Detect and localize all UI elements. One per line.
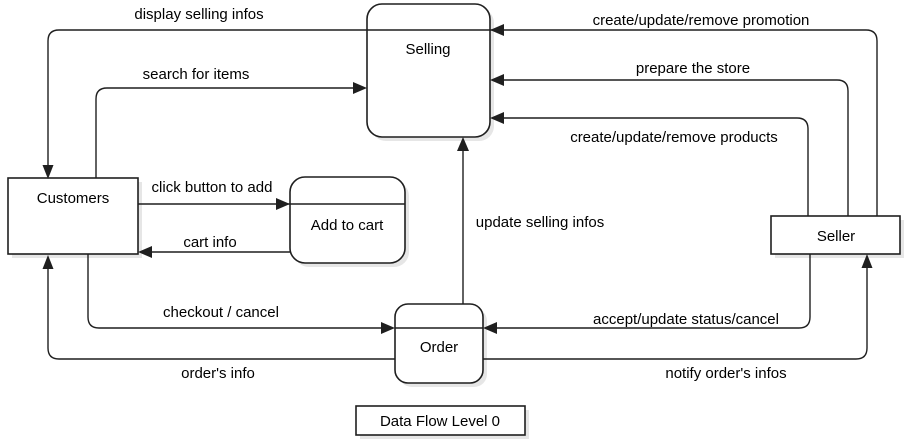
diagram-title: Data Flow Level 0 xyxy=(380,413,500,430)
arrowhead-display-into-customers xyxy=(42,165,54,179)
arrowhead-prepare-into-selling xyxy=(490,74,504,86)
add-to-cart-node xyxy=(289,176,406,264)
arrowhead-checkout-into-order xyxy=(381,322,395,334)
selling-label: Selling xyxy=(405,41,450,58)
flow-search-items-label: search for items xyxy=(143,66,250,83)
order-node xyxy=(394,303,484,384)
arrowhead-update-into-selling xyxy=(457,137,469,151)
customers-label: Customers xyxy=(37,190,110,207)
arrowhead-accept-into-order xyxy=(483,322,497,334)
flow-search-items-line xyxy=(95,87,354,178)
flow-orders-info-label: order's info xyxy=(181,365,255,382)
flow-promotion-label: create/update/remove promotion xyxy=(593,12,810,29)
flow-notify-orders-line xyxy=(483,263,868,360)
flow-click-add-label: click button to add xyxy=(152,179,273,196)
arrowhead-notify-into-seller xyxy=(861,254,873,268)
customers-node xyxy=(7,177,139,255)
flow-prepare-store-line xyxy=(503,79,849,216)
flow-update-selling-label: update selling infos xyxy=(476,214,604,231)
flow-products-line xyxy=(503,117,809,216)
flow-display-selling-label: display selling infos xyxy=(134,6,263,23)
flow-accept-status-line xyxy=(497,254,811,329)
arrowhead-cart-info-into-customers xyxy=(138,246,152,258)
seller-node xyxy=(770,215,901,255)
arrowhead-promotion-into-selling xyxy=(490,24,504,36)
arrowhead-orders-info-into-customers xyxy=(42,255,54,269)
title-box xyxy=(355,405,526,436)
arrowhead-click-into-add-to-cart xyxy=(276,198,290,210)
flow-cart-info-label: cart info xyxy=(183,234,236,251)
flow-promotion-display-line xyxy=(47,29,878,216)
arrowhead-search-into-selling xyxy=(353,82,367,94)
flow-prepare-store-label: prepare the store xyxy=(636,60,750,77)
flow-orders-info-line xyxy=(47,264,395,360)
flow-products-label: create/update/remove products xyxy=(570,129,778,146)
arrowhead-products-into-selling xyxy=(490,112,504,124)
add-to-cart-label: Add to cart xyxy=(311,217,384,234)
flow-accept-status-label: accept/update status/cancel xyxy=(593,311,779,328)
order-label: Order xyxy=(420,339,458,356)
flow-notify-orders-label: notify order's infos xyxy=(665,365,786,382)
flow-checkout-label: checkout / cancel xyxy=(163,304,279,321)
selling-node xyxy=(366,3,491,138)
seller-label: Seller xyxy=(817,228,855,245)
flow-checkout-cancel-line xyxy=(87,254,383,329)
